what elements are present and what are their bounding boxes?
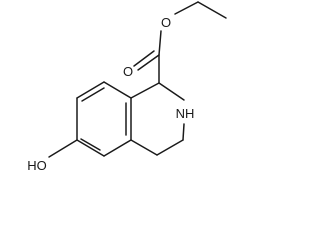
bond-c3-c4 — [156, 139, 184, 156]
bond-carbonyl-double-a — [137, 54, 160, 71]
carbonyl-oxygen-label: O — [123, 64, 133, 79]
bond-carbonyl-double-b — [133, 50, 155, 67]
bond-nh-c3 — [182, 123, 185, 141]
bond-aromatic-inner-3 — [81, 87, 105, 102]
bond-ethyl-ch3-ch2 — [197, 1, 227, 19]
bond-ethyl-ch2-o — [174, 1, 199, 15]
amine-label: NH — [176, 106, 195, 121]
bond-c5-c6 — [76, 139, 105, 157]
hydroxyl-label: HO — [27, 158, 47, 173]
bond-c7-c8 — [76, 81, 105, 99]
bond-c1-nh — [158, 82, 185, 101]
bond-c8-c8a — [103, 81, 132, 99]
bond-ester-o-carbonyl-c — [158, 30, 162, 56]
ester-oxygen-label: O — [161, 15, 171, 30]
bond-c4a-c5 — [103, 139, 132, 157]
bond-aromatic-inner-2 — [80, 138, 101, 151]
bond-c6-oh — [48, 139, 78, 158]
molecule-structure: O O NH HO — [27, 1, 227, 173]
bond-c4-c4a — [130, 139, 158, 156]
bond-c1-c8a — [130, 82, 160, 99]
